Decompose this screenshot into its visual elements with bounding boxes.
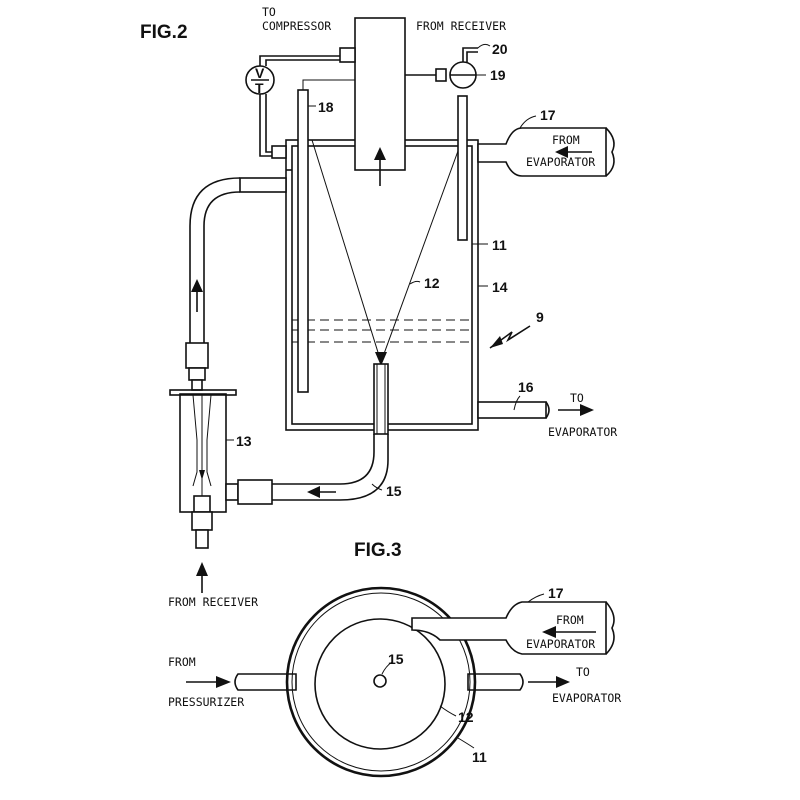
ref-14: 14 — [492, 279, 508, 295]
fig3-label-to-evaporator: TO — [576, 665, 590, 679]
fig3-label-from-pressurizer: PRESSURIZER — [168, 695, 244, 709]
label-from-evaporator: FROM — [552, 133, 580, 147]
valve-letter-t: T — [255, 80, 264, 96]
label-from-evaporator: EVAPORATOR — [526, 155, 595, 169]
evaporator-outlet-pipe — [477, 401, 547, 419]
dip-tube-18 — [297, 89, 309, 393]
ref-15: 15 — [386, 483, 402, 499]
valve-letter-v: V — [255, 65, 265, 81]
ref-12: 12 — [424, 275, 440, 291]
fig3-label-from-pressurizer: FROM — [168, 655, 196, 669]
ref-16: 16 — [518, 379, 534, 395]
fig3-ref-17: 17 — [548, 585, 564, 601]
ref-9: 9 — [536, 309, 544, 325]
fig3-ref-15: 15 — [388, 651, 404, 667]
fig3-pipe-15 — [373, 674, 387, 688]
ref-20: 20 — [492, 41, 508, 57]
fig2-drawing: FIG.2 TO COMPRESSOR FROM RECEIVER FROM E… — [140, 5, 617, 609]
ref-19: 19 — [490, 67, 506, 83]
ref-17: 17 — [540, 107, 556, 123]
fig3-title: FIG.3 — [354, 540, 402, 561]
fig3-drawing: FIG.3 FROM EVAPORATOR TO EVAPORATOR FROM… — [168, 540, 621, 778]
label-from-receiver-top: FROM RECEIVER — [416, 19, 506, 33]
ref-11: 11 — [492, 237, 507, 253]
fig3-label-from-evaporator: FROM — [556, 613, 584, 627]
label-to-evaporator: TO — [570, 391, 584, 405]
ref-13: 13 — [236, 433, 252, 449]
fig3-cone — [314, 618, 446, 750]
separator-cone — [311, 139, 463, 364]
return-pipe — [189, 177, 241, 343]
label-to-compressor: COMPRESSOR — [262, 19, 331, 33]
fig3-outer-vessel — [285, 586, 477, 778]
fig3-ref-12: 12 — [458, 709, 474, 725]
label-from-receiver-bottom: FROM RECEIVER — [168, 595, 258, 609]
ref-18: 18 — [318, 99, 334, 115]
fig2-title: FIG.2 — [140, 22, 188, 43]
label-to-compressor: TO — [262, 5, 276, 19]
pipe-15 — [272, 434, 375, 485]
fig3-evaporator-inlet — [411, 601, 607, 655]
fig3-evaporator-outlet — [467, 673, 524, 691]
ejector-13 — [179, 393, 227, 513]
compressor-outlet-pipe — [354, 17, 406, 171]
label-to-evaporator: EVAPORATOR — [548, 425, 617, 439]
fig3-label-from-evaporator: EVAPORATOR — [526, 637, 595, 651]
fig3-ref-11: 11 — [472, 749, 487, 765]
fig3-label-to-evaporator: EVAPORATOR — [552, 691, 621, 705]
